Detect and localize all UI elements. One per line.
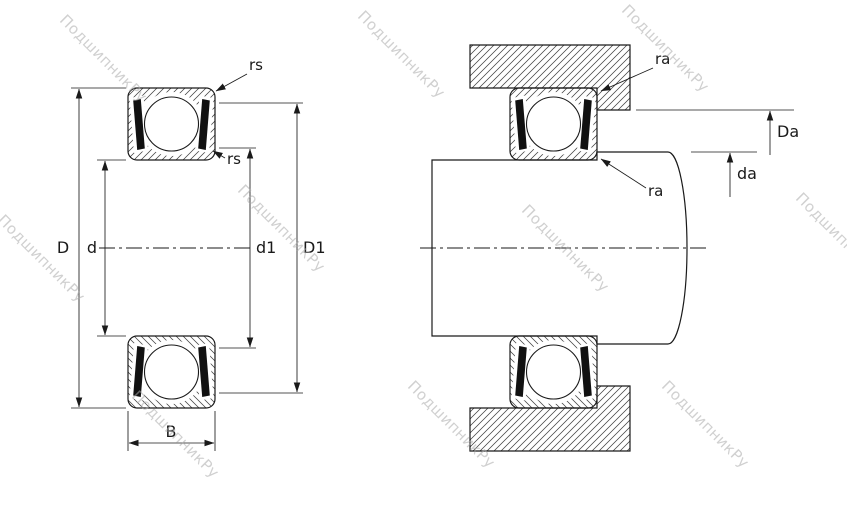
dim-label-d: d [87, 238, 97, 257]
watermark-text: ПодшипникРу [792, 189, 847, 284]
left-view-cross-section: D d d1 D1 B rs rs [57, 56, 326, 451]
label-rs-inner: rs [227, 150, 241, 168]
dim-label-B: B [166, 422, 177, 441]
watermark-text: ПодшипникРу [618, 1, 713, 96]
leader-rs-outer [215, 73, 248, 92]
dim-label-da: da [737, 164, 757, 183]
label-ra-housing: ra [655, 50, 670, 68]
watermark-text: ПодшипникРу [658, 377, 753, 472]
dim-label-D: D [57, 238, 69, 257]
watermark-text: ПодшипникРу [234, 181, 329, 276]
label-ra-shaft: ra [648, 182, 663, 200]
label-rs-outer: rs [249, 56, 263, 74]
dim-label-Da: Da [777, 122, 799, 141]
watermark-layer: ПодшипникРу ПодшипникРу ПодшипникРу Подш… [0, 1, 847, 482]
leader-ra-housing [600, 67, 654, 92]
watermark-text: ПодшипникРу [0, 211, 89, 306]
leader-ra-shaft [600, 158, 647, 189]
bearing-section-top-right [509, 87, 598, 161]
watermark-text: ПодшипникРу [354, 7, 449, 102]
bearing-section-bottom-right [509, 335, 598, 409]
dim-label-D1: D1 [303, 238, 326, 257]
right-view-mounted: ra ra Da da [420, 44, 799, 452]
watermark-text: ПодшипникРу [56, 11, 151, 106]
leader-rs-inner [212, 150, 226, 159]
dim-label-d1: d1 [256, 238, 276, 257]
